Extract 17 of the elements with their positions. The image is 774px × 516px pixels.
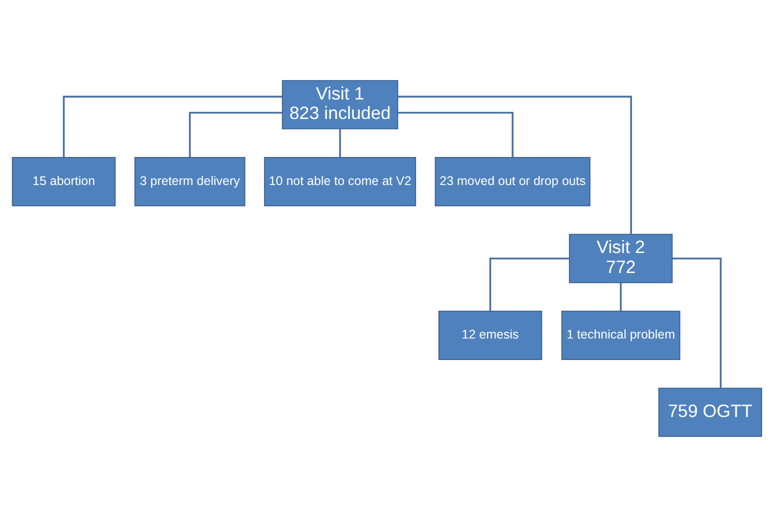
node-box: 1 technical problem [561,310,680,360]
connector [398,95,632,234]
node-box: Visit 2 772 [568,233,673,283]
node-box: 759 OGTT [658,387,762,436]
node-box: 12 emesis [438,310,542,360]
connector [398,111,514,157]
node-box: 23 moved out or drop outs [434,156,590,206]
connector [339,128,341,157]
connector [62,95,282,157]
connector [672,257,722,388]
connector [489,257,570,311]
node-box: 3 preterm delivery [134,156,246,206]
connector [188,111,282,157]
connector [620,282,622,311]
node-box: Visit 1 823 included [282,80,398,129]
node-box: 15 abortion [12,156,116,206]
node-box: 10 not able to come at V2 [264,156,416,206]
